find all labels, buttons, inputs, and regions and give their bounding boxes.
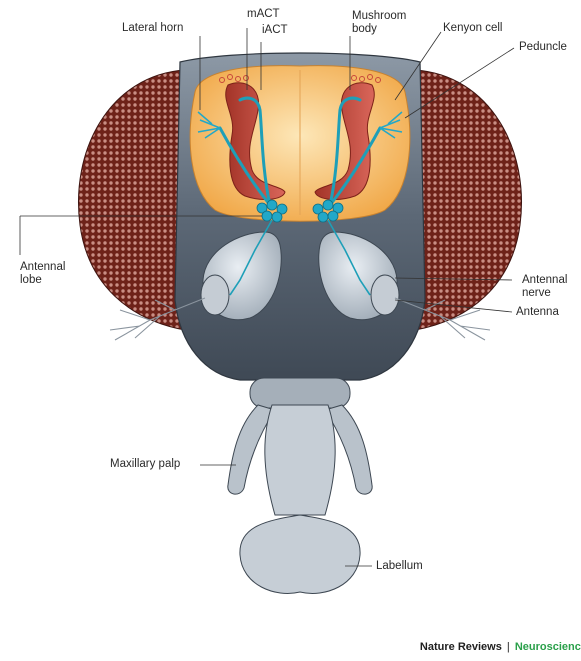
proboscis <box>228 378 372 593</box>
label-maxillary-palp: Maxillary palp <box>110 458 180 471</box>
credit-journal: Nature Reviews <box>420 641 502 653</box>
label-mushroom-body: Mushroom body <box>352 10 406 36</box>
label-mact: mACT <box>247 8 280 21</box>
left-compound-eye <box>78 70 185 330</box>
label-antenna: Antenna <box>516 306 559 319</box>
label-labellum: Labellum <box>376 560 423 573</box>
label-iact: iACT <box>262 24 288 37</box>
journal-credit: Nature Reviews | Neuroscience <box>420 641 581 653</box>
credit-separator: | <box>505 641 512 653</box>
label-antennal-nerve: Antennal nerve <box>522 274 567 300</box>
right-compound-eye <box>415 70 522 330</box>
label-antennal-lobe: Antennal lobe <box>20 261 65 287</box>
label-lateral-horn: Lateral horn <box>122 22 183 35</box>
credit-section: Neuroscience <box>515 641 581 653</box>
label-peduncle: Peduncle <box>519 41 567 54</box>
label-kenyon-cell: Kenyon cell <box>443 22 502 35</box>
